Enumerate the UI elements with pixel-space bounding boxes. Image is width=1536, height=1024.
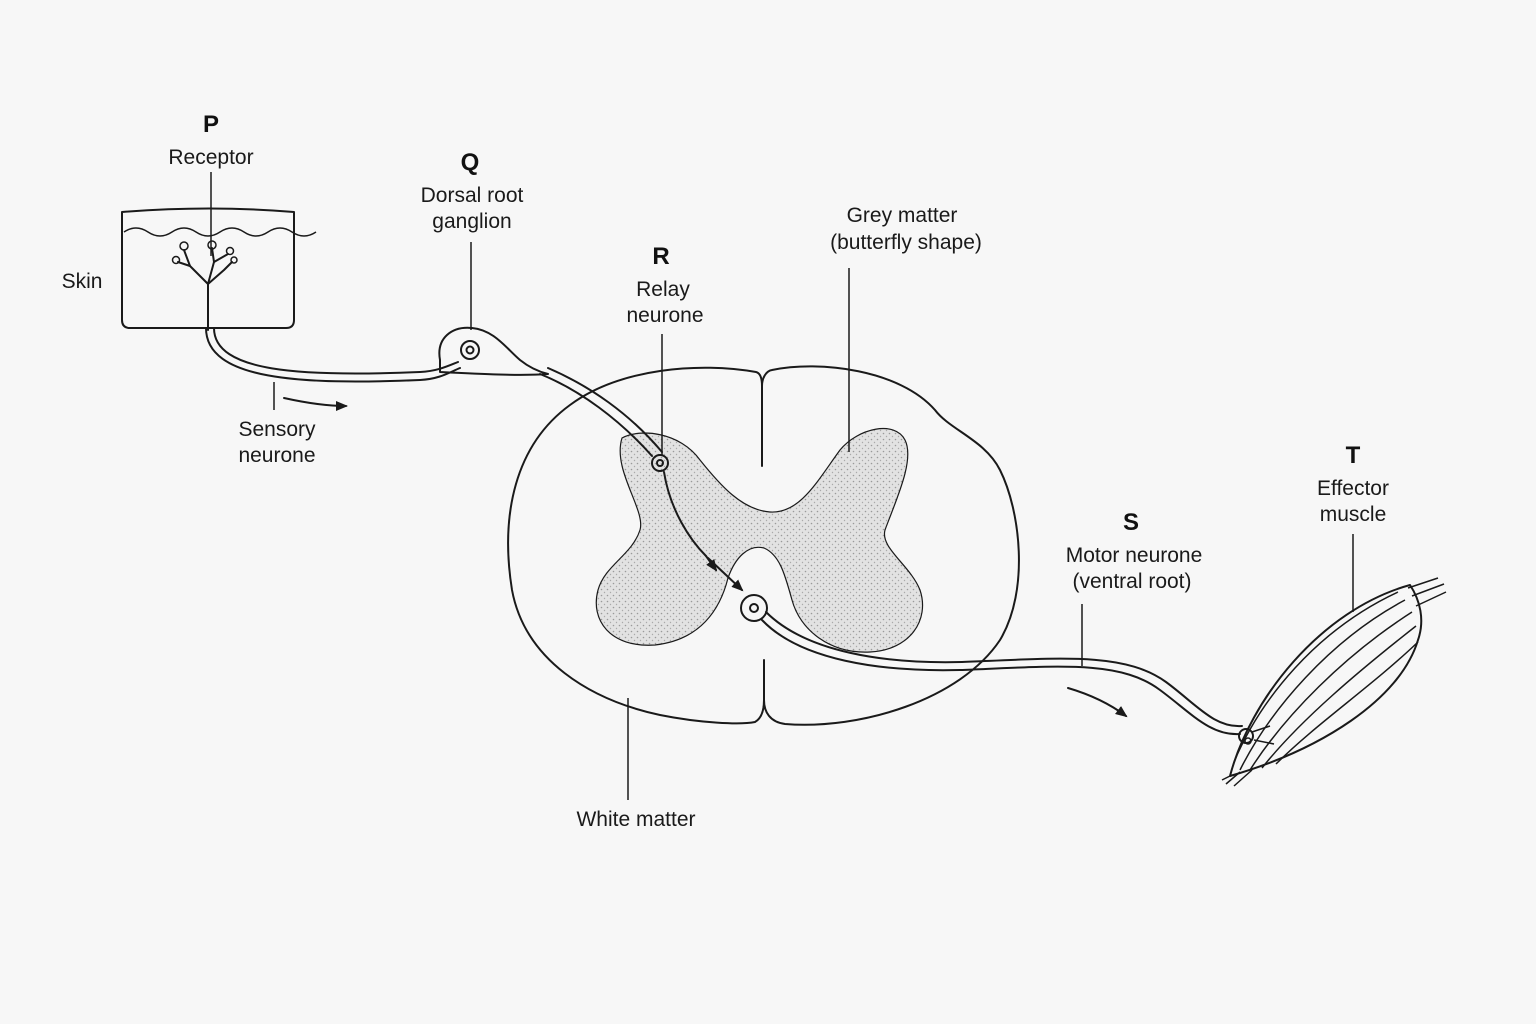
spinal-cord [507, 365, 1020, 726]
label-grey-matter: Grey matter [847, 204, 958, 227]
label-dorsal-root: Dorsal root [421, 184, 524, 207]
dorsal-root-ganglion [438, 326, 549, 376]
grey-matter [595, 427, 924, 653]
label-sensory: Sensory [238, 418, 316, 441]
label-effector: Effector [1317, 477, 1389, 500]
label-t-letter: T [1346, 442, 1361, 469]
sensory-neurone-axon [205, 327, 461, 383]
label-motor-neurone: Motor neurone [1066, 544, 1203, 567]
label-q-letter: Q [461, 149, 480, 176]
motor-neurone [740, 594, 1243, 736]
effector-muscle [1221, 577, 1447, 787]
receptor-endings [171, 240, 238, 331]
motor-direction-arrow [1067, 687, 1128, 718]
label-ganglion: ganglion [432, 210, 511, 233]
sensory-direction-arrow [283, 397, 348, 411]
label-muscle: muscle [1320, 503, 1387, 526]
relay-neurone [539, 367, 744, 592]
label-relay: Relay [636, 278, 690, 301]
label-white-matter: White matter [576, 808, 695, 831]
label-relay-neurone: neurone [626, 304, 703, 327]
label-sensory-neurone: neurone [238, 444, 315, 467]
label-butterfly-shape: (butterfly shape) [830, 231, 982, 254]
label-receptor: Receptor [168, 146, 253, 169]
label-ventral-root: (ventral root) [1072, 570, 1191, 593]
label-s-letter: S [1123, 509, 1139, 536]
label-p-letter: P [203, 111, 219, 138]
label-skin: Skin [62, 270, 103, 293]
label-r-letter: R [652, 243, 669, 270]
skin-block [121, 207, 317, 329]
